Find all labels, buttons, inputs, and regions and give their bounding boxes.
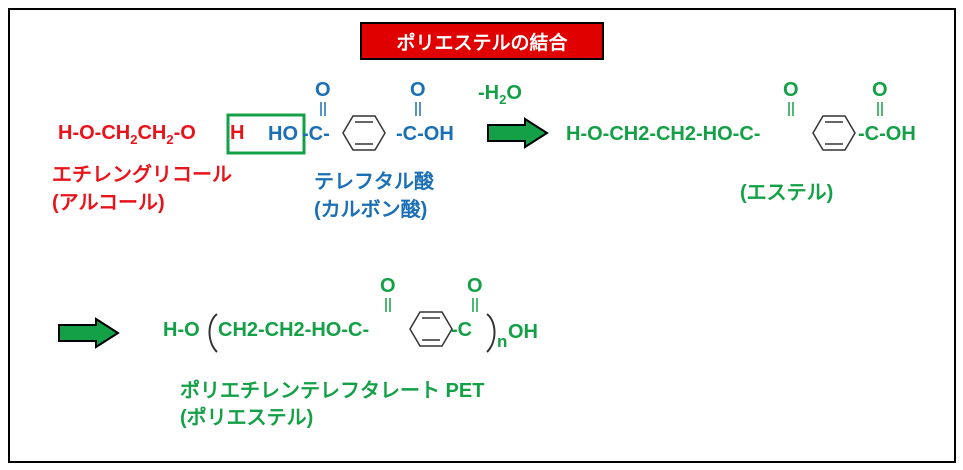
alcohol-sub1: 2 xyxy=(130,132,138,147)
water-removed: -H2O xyxy=(478,83,522,106)
alcohol-name: エチレングリコール xyxy=(52,164,232,186)
alcohol-formula-pre: H-O-CH xyxy=(58,122,131,144)
acid-c1: -C- xyxy=(302,123,330,145)
title-box: ポリエステルの結合 xyxy=(360,22,604,60)
benzene-ring-icon xyxy=(812,115,856,151)
water-pre: -H xyxy=(478,82,500,104)
ester-bonds xyxy=(788,102,883,116)
ester-formula-post: -C-OH xyxy=(858,123,916,145)
alcohol-formula-mid: CH xyxy=(137,122,167,144)
acid-bonds xyxy=(320,102,421,116)
polymer-oh: OH xyxy=(508,321,538,343)
alcohol-formula-post: -O xyxy=(173,122,196,144)
left-repeat-bracket-icon xyxy=(208,313,218,353)
alcohol-formula: H-O-CH2CH2-O xyxy=(58,123,196,146)
acid-category: (カルボン酸) xyxy=(314,199,428,221)
acid-o1: O xyxy=(315,79,331,101)
polymer-mid: CH2-CH2-HO-C- xyxy=(218,319,370,341)
title-text: ポリエステルの結合 xyxy=(396,32,568,54)
polymer-bonds xyxy=(385,298,478,312)
polymer-arrow-icon xyxy=(58,317,120,349)
polymer-name: ポリエチレンテレフタレート PET xyxy=(180,380,485,402)
polymer-pre: H-O xyxy=(163,319,200,341)
acid-name: テレフタル酸 xyxy=(314,171,434,193)
water-post: O xyxy=(506,82,522,104)
acid-c2: -C-OH xyxy=(396,123,454,145)
water-sub: 2 xyxy=(499,92,507,107)
benzene-ring-icon xyxy=(409,311,453,347)
right-repeat-bracket-icon xyxy=(486,313,496,353)
ester-formula-pre: H-O-CH2-CH2-HO-C- xyxy=(566,123,761,145)
ester-o1: O xyxy=(783,79,799,101)
polymer-category: (ポリエステル) xyxy=(180,407,314,429)
reaction-arrow-icon xyxy=(487,117,549,149)
polymer-o1: O xyxy=(380,275,396,297)
acid-ho: HO xyxy=(268,123,298,145)
polymer-post: -C xyxy=(451,319,473,341)
alcohol-category: (アルコール) xyxy=(52,192,165,214)
polymer-o2: O xyxy=(467,275,483,297)
ester-label: (エステル) xyxy=(740,182,834,204)
polymer-n: n xyxy=(497,332,508,351)
acid-o2: O xyxy=(410,79,426,101)
benzene-ring-icon xyxy=(342,115,386,151)
reaction-box-rect xyxy=(226,113,306,155)
alcohol-hydrogen: H xyxy=(230,122,245,144)
reaction-box xyxy=(226,113,306,155)
alcohol-sub2: 2 xyxy=(166,132,174,147)
diagram-frame xyxy=(8,8,956,463)
ester-o2: O xyxy=(872,79,888,101)
